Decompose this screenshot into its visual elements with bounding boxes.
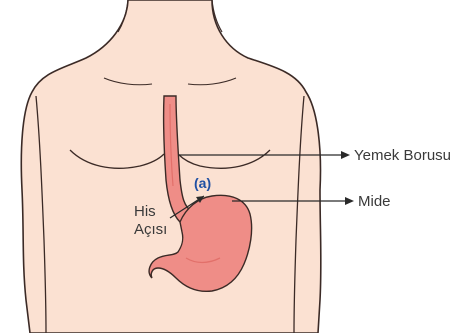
stomach-leader-arrowhead (345, 197, 354, 205)
esophagus-leader-arrowhead (341, 151, 350, 159)
his-angle-label-line2: Açısı (134, 221, 167, 238)
angle-marker-label: (a) (194, 175, 211, 191)
stomach-label: Mide (358, 193, 391, 210)
his-angle-label-line1: His (134, 203, 156, 220)
esophagus-label: Yemek Borusu (354, 147, 451, 164)
